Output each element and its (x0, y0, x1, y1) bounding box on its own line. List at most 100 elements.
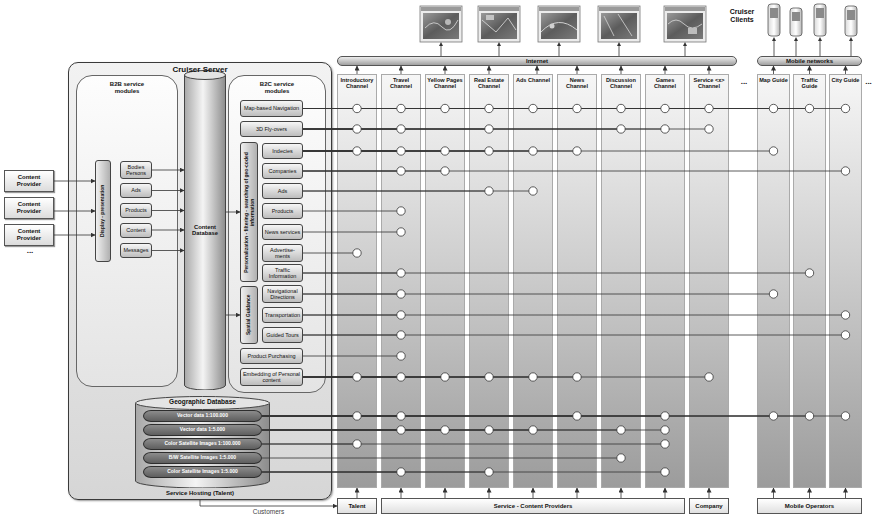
junction-dot (485, 468, 493, 476)
connector-line (262, 416, 769, 417)
connector-line (303, 108, 705, 109)
junction-dot (397, 426, 405, 434)
junction-dot (529, 104, 537, 112)
connector-line (303, 151, 397, 152)
junction-dot (805, 269, 813, 277)
node-label: Color Satellite Images 1:100.000 (164, 441, 240, 447)
connector-line (303, 129, 617, 130)
node-label: Talent (348, 503, 365, 510)
channel-column: Real Estate Channel (469, 74, 509, 488)
node-label: Display - presentation (100, 163, 106, 259)
connector-line (303, 151, 769, 152)
module-box: Products (120, 203, 152, 218)
junction-dot (705, 373, 713, 381)
node-label: Service - Content Providers (494, 503, 573, 510)
connector-line (303, 273, 397, 274)
connector-line (262, 444, 661, 445)
junction-dot (485, 125, 493, 133)
connector-line (262, 430, 485, 431)
node-label: Map Guide (759, 75, 788, 83)
label-holder: ... (20, 247, 40, 256)
junction-dot (705, 125, 713, 133)
connector-line (303, 377, 705, 378)
node-label: Traffic Guide (794, 75, 825, 89)
channel-column: Games Channel (645, 74, 685, 488)
connector-line (262, 416, 353, 417)
network-bar: Internet (337, 56, 737, 66)
connector-line (303, 294, 397, 295)
connector-line (303, 151, 485, 152)
node-label: Bodies Persons (121, 164, 151, 176)
node-label: Ads Channel (516, 75, 550, 83)
connector-line (303, 232, 397, 233)
node-label: Indecies (271, 148, 294, 154)
node-label: Embedding of Personal content (241, 371, 302, 383)
module-group: B2B service modulesDisplay - presentatio… (76, 75, 178, 387)
connector-line (262, 416, 573, 417)
channel-column: City Guide (829, 74, 862, 488)
connector-arrow (152, 170, 184, 171)
junction-dot (441, 147, 449, 155)
vertical-group-bar: Spatial Guidance (240, 286, 258, 344)
node-label: Messages (122, 247, 149, 253)
junction-dot (397, 468, 405, 476)
module-box: Content (120, 223, 152, 238)
connector-arrow (537, 66, 538, 74)
data-layer: Color Satellite Images 1:100.000 (143, 438, 262, 450)
junction-dot (485, 104, 493, 112)
module-box: Embedding of Personal content (240, 368, 303, 386)
node-label: Company (695, 503, 722, 510)
connector-arrow (357, 488, 358, 498)
network-bar: Mobile networks (757, 56, 862, 66)
provider-box: Content Provider (4, 197, 54, 219)
channel-column: Map Guide (757, 74, 790, 488)
client-arrow (439, 37, 853, 56)
data-layer: Color Satellite Images 1:5.000 (143, 466, 262, 478)
owner-box: Talent (337, 498, 377, 514)
connector-arrow (200, 500, 337, 506)
connector-line (303, 377, 573, 378)
channel-column: Service <x> Channel (689, 74, 729, 488)
junction-dot (573, 147, 581, 155)
screenshot (478, 6, 520, 42)
provider-box: Content Provider (4, 224, 54, 246)
connector-arrow (226, 315, 240, 316)
node-label: Internet (526, 58, 548, 65)
node-label: Spatial Guidance (246, 289, 252, 341)
junction-dot (661, 412, 669, 420)
label-holder: Cruiser Clients (722, 8, 762, 23)
junction-dot (397, 269, 405, 277)
connector-arrow (845, 488, 846, 498)
module-box: Map-based Navigation (240, 100, 303, 117)
connector-line (303, 273, 805, 274)
connector-line (303, 108, 573, 109)
junction-dot (769, 412, 777, 420)
label-holder: Customers (239, 508, 299, 515)
channel-column: Introductory Channel (337, 74, 377, 488)
junction-dot (441, 104, 449, 112)
junction-dot (661, 104, 669, 112)
connector-line (303, 129, 661, 130)
node-label: Travel Channel (382, 75, 420, 89)
junction-dot (661, 426, 669, 434)
node-label: B2C service modules (249, 76, 305, 94)
junction-dot (617, 454, 625, 462)
node-label: Color Satellite Images 1:5.000 (167, 469, 238, 475)
owner-box: Company (689, 498, 729, 514)
node-label: Real Estate Channel (470, 75, 508, 89)
module-box: Ads (120, 183, 152, 198)
connector-arrow (577, 488, 578, 498)
connector-arrow (809, 66, 810, 74)
connector-line (303, 377, 353, 378)
connector-arrow (665, 488, 666, 498)
connector-line (303, 108, 769, 109)
connector-line (303, 108, 529, 109)
junction-dot (353, 373, 361, 381)
connector-arrow (621, 66, 622, 74)
connector-line (303, 151, 573, 152)
connector-line (303, 377, 397, 378)
node-label: News services (264, 229, 301, 235)
junction-dot (529, 147, 537, 155)
connector-line (262, 472, 485, 473)
connector-line (303, 377, 441, 378)
